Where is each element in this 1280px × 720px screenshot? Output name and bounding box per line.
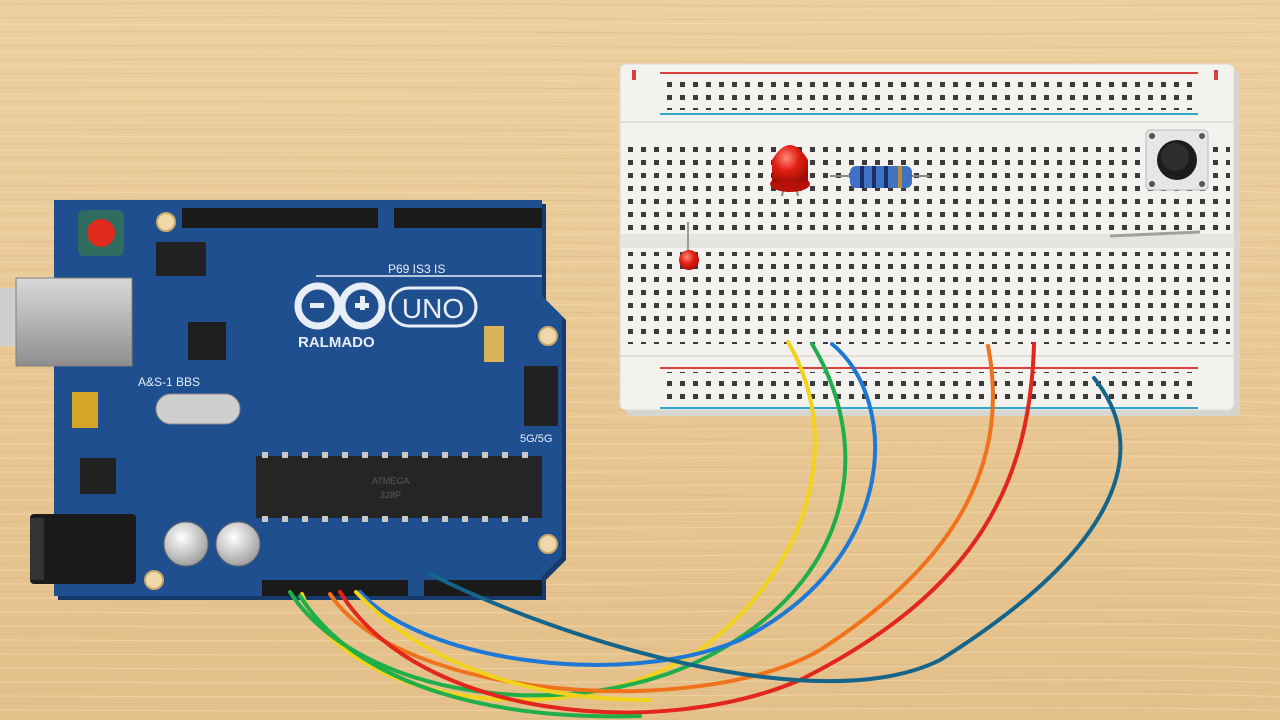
left-silkscreen: A&S-1 BBS: [138, 375, 200, 389]
top-silkscreen: P69 IS3 IS: [388, 262, 445, 276]
crystal-oscillator: [155, 393, 241, 425]
model-label: UNO: [402, 293, 464, 324]
breadboard-top-terminals: [626, 140, 1230, 232]
wire-teal: [428, 376, 1123, 684]
right-silkscreen: 5G/5G: [520, 433, 552, 445]
push-button[interactable]: [1109, 129, 1209, 238]
breadboard-bottom-terminals: [626, 252, 1230, 344]
wire-orange: [328, 344, 995, 693]
red-led[interactable]: [770, 145, 810, 197]
wire-green-2: [298, 594, 642, 719]
arduino-infinity-logo: [294, 282, 386, 330]
digital-header: [182, 208, 542, 228]
usb-port: [0, 277, 133, 367]
arduino-uno-board[interactable]: ATMEGA 328P UNO RALMADO P69 IS3 IS A&S-1…: [0, 200, 566, 600]
jumper-wires[interactable]: [288, 340, 1123, 719]
capacitor: [163, 521, 209, 567]
atmega-chip: ATMEGA 328P: [256, 452, 542, 522]
breadboard-top-power-rail: [632, 70, 1218, 115]
resistor[interactable]: [830, 166, 930, 188]
wire-green: [288, 342, 848, 698]
wire-blue: [358, 342, 878, 667]
analog-power-header: [262, 580, 542, 596]
small-red-led[interactable]: [679, 222, 699, 270]
breadboard-center-channel: [620, 234, 1234, 248]
power-jack: [30, 514, 136, 584]
breadboard[interactable]: [619, 63, 1240, 416]
chip-text-2: 328P: [380, 490, 401, 500]
chip-text-1: ATMEGA: [372, 476, 409, 486]
brand-label: RALMADO: [298, 334, 375, 351]
breadboard-bottom-power-rail: [660, 367, 1200, 409]
capacitor: [215, 521, 261, 567]
wire-yellow-2: [354, 590, 652, 702]
reset-button[interactable]: [78, 210, 124, 256]
uno-badge: UNO: [388, 286, 478, 328]
